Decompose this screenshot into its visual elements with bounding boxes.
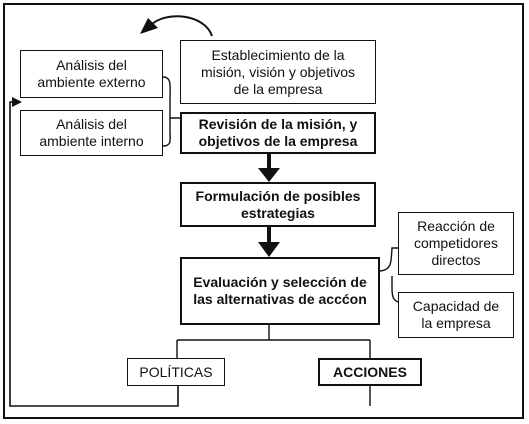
node-text: objetivos de la empresa	[198, 133, 358, 149]
node-text: ambiente externo	[37, 74, 146, 90]
node-text: las alternativas de accćon	[193, 291, 367, 307]
node-politicas: POLÍTICAS	[127, 358, 225, 386]
node-text: Capacidad de	[412, 298, 500, 314]
arrow-formulacion-to-evaluacion	[258, 242, 280, 257]
node-text: Establecimiento de la	[211, 46, 345, 63]
curved-arrow-head	[140, 18, 158, 34]
node-text: directos	[431, 252, 481, 268]
node-text: competidores	[413, 235, 499, 251]
node-text: Formulación de posibles	[195, 187, 361, 204]
feedback-loop-arrowhead	[12, 97, 22, 107]
node-text: misión, visión y objetivos	[200, 63, 356, 80]
diagram-frame	[3, 3, 524, 419]
curved-return-arrow	[149, 15, 213, 37]
node-text: la empresa	[421, 315, 491, 331]
arrow-revision-to-formulacion	[258, 168, 280, 182]
node-text: estrategias	[241, 204, 315, 221]
node-text: Análisis del	[56, 116, 127, 132]
right-brace	[379, 247, 399, 303]
node-text: de la empresa	[233, 80, 323, 97]
node-text: Análisis del	[56, 57, 127, 73]
node-text: ambiente interno	[39, 133, 144, 149]
node-text: Evaluación y selección de	[193, 274, 367, 290]
analysis-bracket	[162, 76, 180, 147]
node-acciones: ACCIONES	[318, 358, 422, 386]
node-text: Revisión de la misión, y	[198, 116, 358, 132]
node-text: Reacción de	[417, 218, 495, 234]
